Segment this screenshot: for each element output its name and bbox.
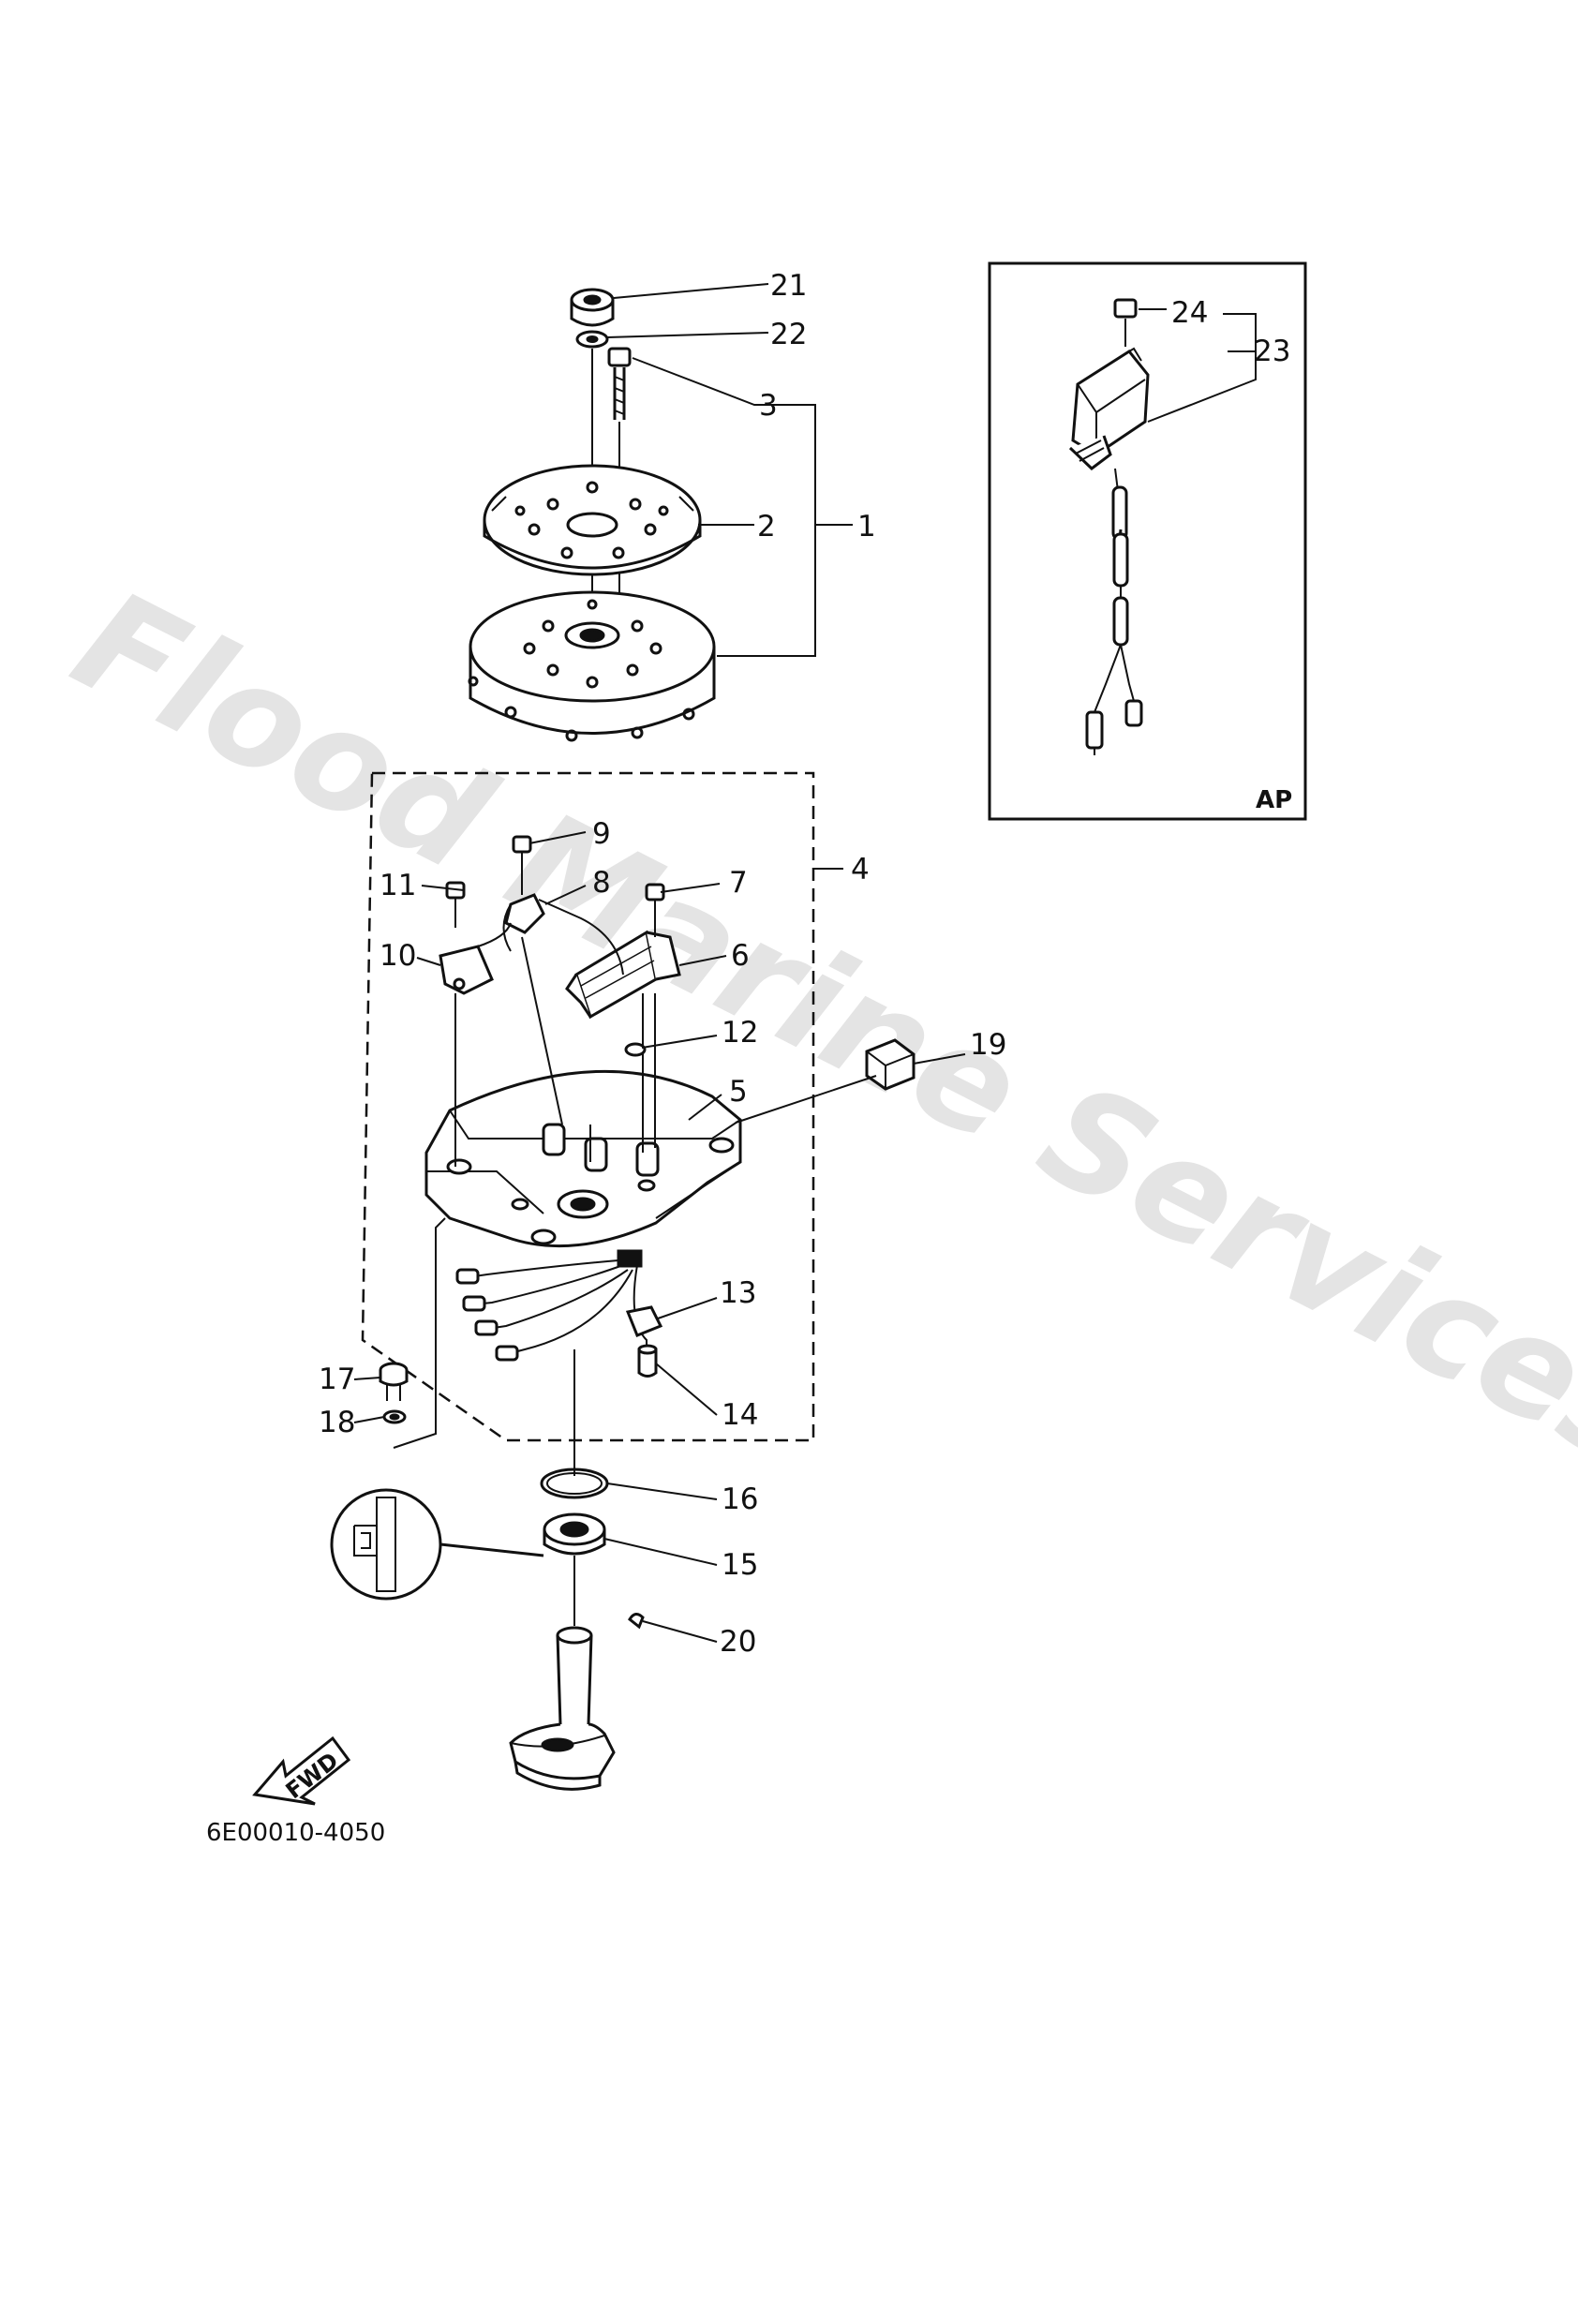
callout-12: 12 [722, 1016, 758, 1050]
leader-lines [353, 831, 727, 1423]
fwd-arrow-icon [252, 1736, 351, 1806]
callout-11: 11 [380, 869, 416, 902]
callout-19: 19 [970, 1028, 1006, 1062]
callout-14: 14 [722, 1398, 758, 1432]
callout-3: 3 [759, 389, 778, 423]
inset-panel-tag: AP [1256, 786, 1292, 814]
flywheel-cover-2-icon [483, 464, 702, 576]
oil-seal-15-icon [543, 1512, 606, 1556]
callout-18: 18 [319, 1406, 355, 1439]
clip-19-icon [865, 1038, 916, 1091]
crankshaft-icon [509, 1626, 616, 1791]
washer-18-icon [382, 1409, 407, 1424]
callout-1: 1 [857, 510, 876, 544]
callout-10: 10 [380, 939, 416, 973]
bolt-3-icon [607, 347, 632, 420]
callout-2: 2 [757, 510, 776, 544]
callout-23: 23 [1254, 335, 1290, 368]
callout-7: 7 [729, 866, 748, 900]
callout-9: 9 [592, 817, 611, 851]
seal-detail-icon [330, 1488, 544, 1601]
callout-15: 15 [722, 1548, 758, 1582]
inset-panel [988, 261, 1307, 821]
lower-components [330, 1349, 718, 1791]
base-assembly-group [361, 771, 843, 1442]
callout-8: 8 [592, 866, 611, 900]
base-plate-5-icon [424, 1069, 742, 1268]
callout-16: 16 [722, 1482, 758, 1516]
woodruff-key-20-icon [628, 1613, 645, 1630]
callout-24: 24 [1171, 296, 1208, 330]
callout-17: 17 [319, 1363, 355, 1396]
callout-21: 21 [770, 269, 807, 303]
part-number: 6E00010-4050 [206, 1819, 385, 1847]
nut-21-icon [570, 288, 615, 327]
washer-22-icon [575, 330, 609, 349]
callout-4: 4 [851, 853, 870, 886]
callout-22: 22 [770, 318, 807, 351]
switch-23-icon [1068, 298, 1150, 755]
watermark: Flood Marine Services [51, 559, 1578, 1500]
flywheel-assembly [468, 283, 853, 742]
callout-6: 6 [731, 939, 750, 973]
flywheel-rotor-icon [468, 590, 716, 742]
callout-5: 5 [729, 1075, 748, 1109]
bolt-17-icon [379, 1362, 409, 1401]
callout-13: 13 [720, 1276, 756, 1310]
coil-and-wiring [393, 835, 681, 1449]
callout-20: 20 [720, 1625, 756, 1659]
callout-labels: 21 22 3 2 1 24 23 AP 9 4 8 7 11 10 6 12 … [319, 269, 1292, 1659]
